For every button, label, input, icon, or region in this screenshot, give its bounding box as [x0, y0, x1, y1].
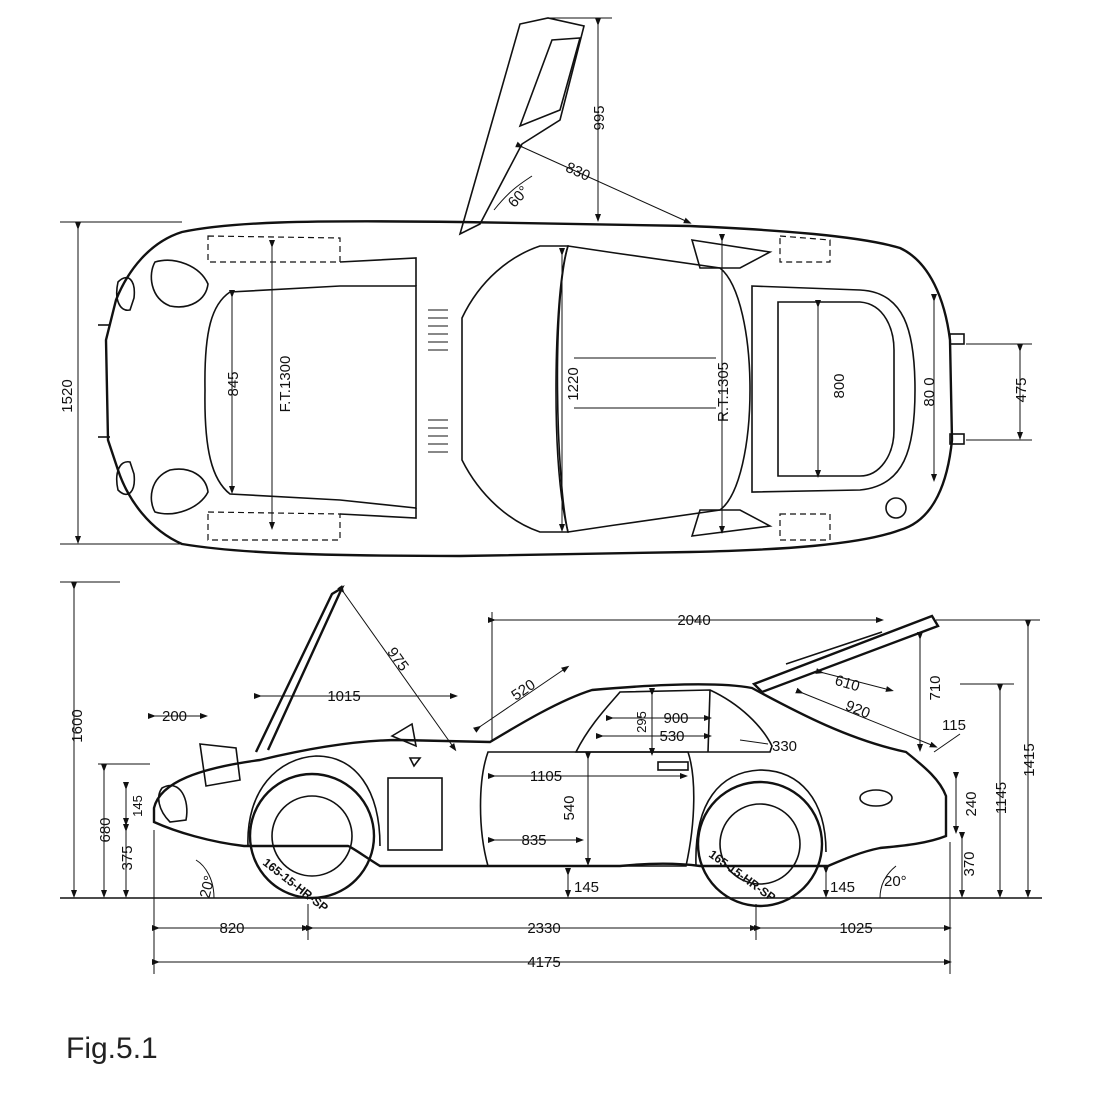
dim-side-window: 900 [663, 710, 688, 727]
dim-rear-floor-height: 370 [961, 851, 978, 876]
right-fog-lamp [115, 461, 136, 496]
figure-caption: Fig.5.1 [66, 1032, 158, 1065]
dim-rear-overhang: 1025 [839, 920, 872, 937]
dim-departure-angle: 20° [884, 873, 907, 890]
dim-overall-width: 1520 [59, 379, 76, 412]
dim-door-angle: 60° [505, 183, 533, 211]
rear-window [777, 301, 895, 477]
dim-front-floor-height: 375 [119, 845, 136, 870]
left-headlamp [150, 259, 209, 308]
dim-hatch-length: 920 [843, 697, 873, 722]
cowl-vents [428, 309, 448, 453]
dim-front-overhang-offset: 200 [162, 708, 187, 725]
open-hatch [751, 614, 940, 694]
dim-front-overhang: 820 [219, 920, 244, 937]
dim-hatch-depth: 610 [833, 672, 862, 695]
side-view: 165-15-HR-SP 165-15-HR-SP 1600 680 375 [60, 581, 1042, 974]
dim-rear-clearance: 145 [830, 879, 855, 896]
dim-wheelbase: 2330 [527, 920, 560, 937]
top-view: 1520 845 F.T.1300 1220 R.T.1305 800 80 0… [59, 17, 1032, 558]
dim-front-track: F.T.1300 [277, 356, 294, 413]
right-headlamp [150, 468, 209, 515]
dim-rear-lamp: 115 [942, 717, 966, 734]
dim-approach-angle: 20° [197, 874, 219, 900]
dim-hood-opening: 1015 [327, 688, 360, 705]
front-tire-label: 165-15-HR-SP [260, 855, 331, 914]
dim-overall-height-hood-open: 1600 [69, 709, 86, 742]
dim-hatch-span: 2040 [677, 612, 710, 629]
dim-window-height: 295 [634, 711, 649, 733]
dim-quarter-window: 530 [659, 728, 684, 745]
dim-door-top-width: 1105 [530, 768, 562, 785]
dim-front-bumper: 145 [130, 795, 145, 817]
dim-door-height: 540 [561, 795, 578, 820]
front-wheel [248, 772, 376, 900]
dim-rear-height: 1145 [993, 782, 1010, 814]
dim-rear-track: R.T.1305 [715, 362, 732, 422]
opened-door [458, 17, 585, 236]
open-hood [254, 584, 345, 753]
left-fog-lamp [115, 276, 136, 311]
dim-hood-length: 975 [383, 644, 411, 674]
dim-ground-clearance: 145 [574, 879, 599, 896]
dim-overall-length: 4175 [527, 954, 560, 971]
dim-door-open-height: 995 [591, 105, 608, 130]
dim-rear-window-width: 800 [831, 373, 848, 398]
door [479, 751, 695, 867]
dim-hatch-vertical: 710 [927, 675, 944, 700]
dim-door-bottom-width: 835 [521, 832, 546, 849]
dim-bumper-height: 240 [963, 791, 980, 816]
dim-hatch-open-height: 1415 [1021, 743, 1038, 776]
top-view-body-outline [104, 220, 954, 558]
windshield [461, 245, 570, 533]
dim-cabin-width: 1220 [565, 367, 582, 400]
rear-tire-label: 165-15-HR-SP [706, 847, 778, 905]
dim-exhaust-spacing: 475 [1013, 377, 1030, 402]
dim-door-reach: 830 [563, 159, 593, 185]
dim-windshield: 520 [508, 676, 538, 704]
dim-rear-glass: 330 [772, 738, 797, 755]
dim-rear-deck-width: 80 0 [921, 377, 938, 406]
dim-front-height: 680 [97, 817, 114, 842]
dim-front-hood-width: 845 [225, 371, 242, 396]
rear-wheel [696, 780, 824, 908]
